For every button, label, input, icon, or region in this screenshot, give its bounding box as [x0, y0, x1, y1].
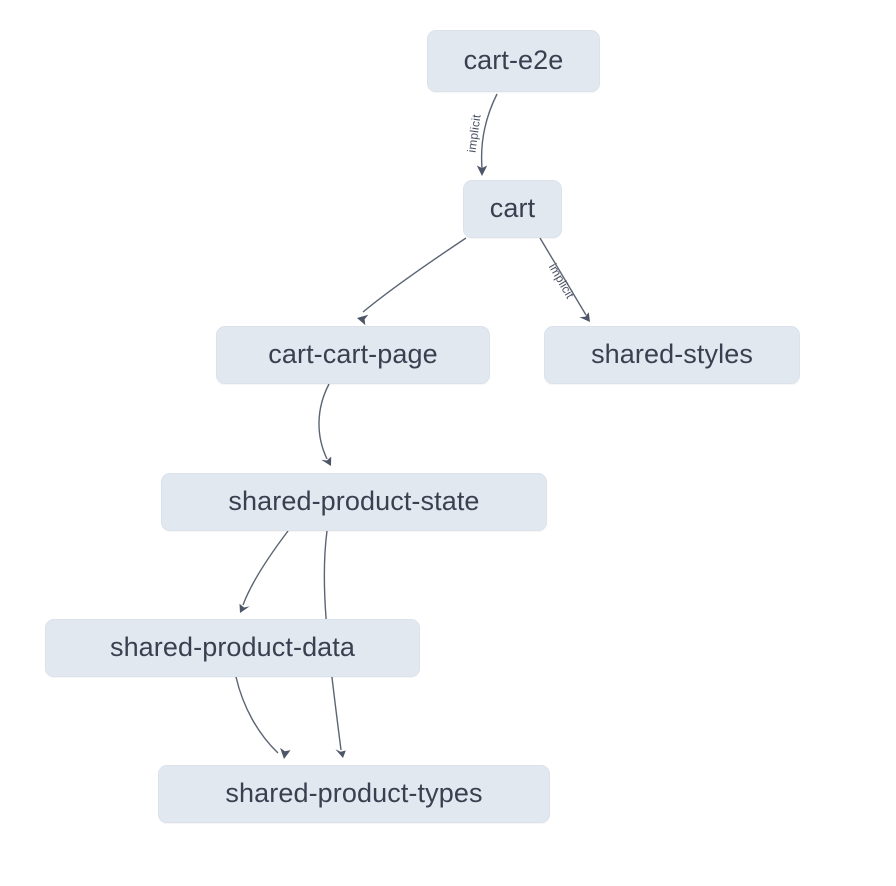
graph-node-label: cart-cart-page	[268, 338, 438, 369]
graph-edge-edge-cart-e2e-to-cart[interactable]: implicit	[464, 93, 498, 176]
edge-arrowhead-icon	[476, 165, 488, 176]
graph-node-shared-product-types[interactable]: shared-product-types	[158, 765, 550, 823]
graph-edge-edge-shared-product-state-to-shared-product-data[interactable]	[239, 530, 289, 613]
graph-node-cart[interactable]: cart	[463, 180, 562, 238]
graph-edge-edge-shared-product-data-to-shared-product-types[interactable]	[235, 676, 291, 759]
graph-node-shared-product-state[interactable]: shared-product-state	[161, 473, 547, 531]
edge-arrowhead-icon	[280, 747, 291, 759]
graph-node-shared-product-data[interactable]: shared-product-data	[45, 619, 420, 677]
graph-edge-edge-cart-cart-page-to-shared-product-state[interactable]	[318, 383, 332, 466]
edge-arrowhead-icon	[321, 456, 332, 466]
edge-label: implicit	[464, 113, 483, 153]
edge-line	[539, 237, 587, 316]
edge-arrowhead-icon	[335, 749, 346, 758]
edge-arrowhead-icon	[357, 314, 369, 326]
graph-node-label: shared-product-types	[225, 777, 483, 808]
edge-arrowhead-icon	[239, 603, 250, 613]
edge-line	[235, 676, 279, 754]
graph-edge-edge-cart-to-shared-styles[interactable]: implicit	[539, 237, 590, 322]
graph-node-label: shared-product-state	[228, 485, 480, 516]
edge-line	[480, 93, 498, 169]
edge-label: implicit	[546, 261, 577, 302]
edge-line	[362, 237, 467, 313]
graph-node-label: shared-styles	[591, 338, 753, 369]
graph-node-shared-styles[interactable]: shared-styles	[544, 326, 800, 384]
edge-arrowhead-icon	[579, 312, 590, 322]
graph-node-label: cart	[489, 192, 536, 223]
edge-line	[318, 383, 330, 460]
edge-line	[242, 530, 289, 606]
graph-node-label: shared-product-data	[109, 631, 356, 662]
graph-node-cart-cart-page[interactable]: cart-cart-page	[216, 326, 490, 384]
graph-node-cart-e2e[interactable]: cart-e2e	[427, 30, 600, 92]
graph-edge-edge-cart-to-cart-cart-page[interactable]	[357, 237, 467, 326]
graph-node-label: cart-e2e	[463, 44, 564, 75]
